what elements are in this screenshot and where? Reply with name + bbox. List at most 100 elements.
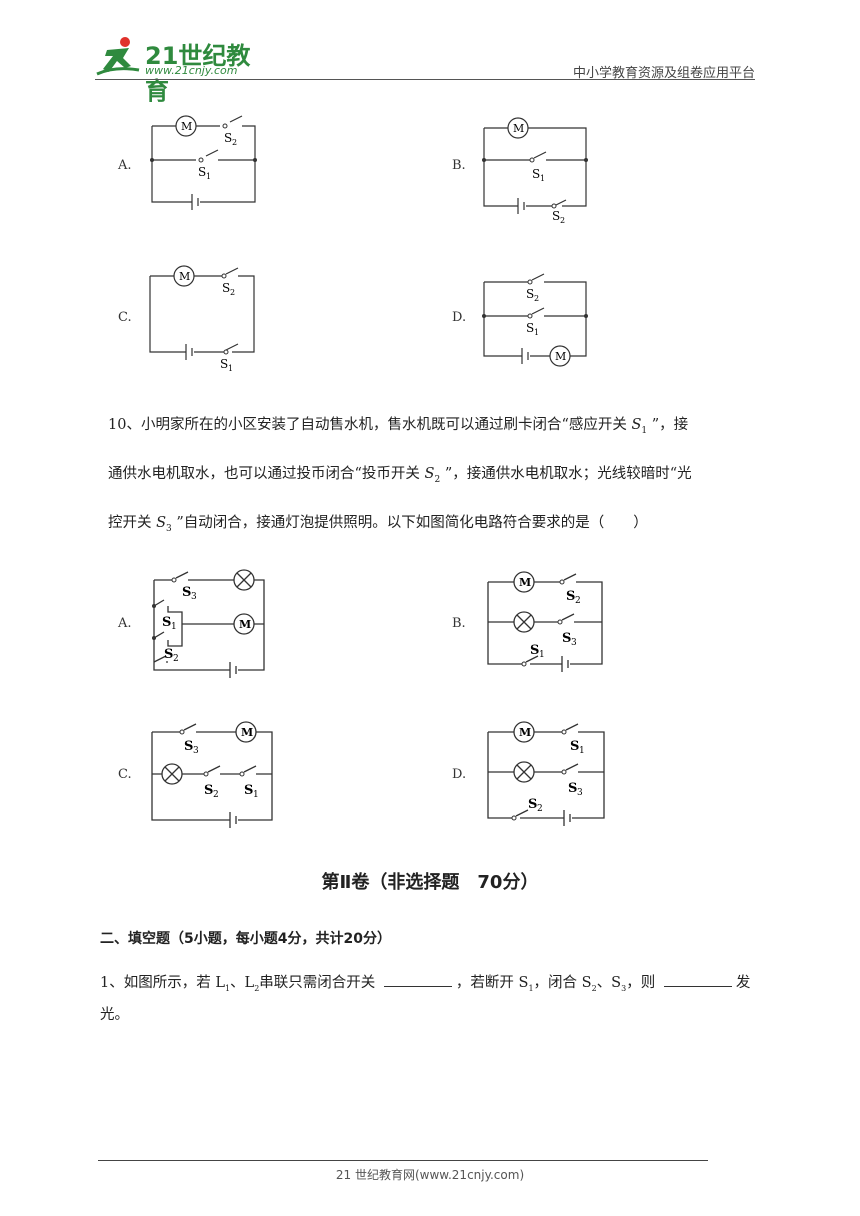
switch-label: S [566,589,575,604]
switch-label: S [164,647,173,662]
q10-s3: S [156,514,167,531]
switch-sub: 3 [191,592,197,602]
switch-sub: 1 [206,172,211,181]
q1-s3-sub: 3 [621,983,627,993]
logo-url: www.21cnjy.com [145,64,238,77]
switch-label: S [198,165,206,179]
switch-label: S [162,615,171,630]
q10-s1-sub: 1 [641,425,648,436]
switch-label: S [222,281,230,295]
q1-text-b: 、L [230,975,255,991]
switch-label: S [182,585,191,600]
part-title: 二、填空题（5小题，每小题4分，共计20分） [100,931,391,947]
switch-label: S [570,739,579,754]
switch-sub: 2 [537,804,543,814]
switch-sub: 1 [539,650,545,660]
q10-option-d-label: D. [452,767,467,782]
switch-label: S [526,321,534,335]
switch-sub: 2 [230,288,235,297]
q10-line-2: 通供水电机取水，也可以通过投币闭合“投币开关 S2 ”，接通供水电机取水；光线较… [108,453,760,502]
q10-line2-a: 通供水电机取水，也可以通过投币闭合“投币开关 [108,465,420,482]
q10-line2-b: ”，接通供水电机取水；光线较暗时“光 [444,465,692,482]
footer-text: 21 世纪教育网(www.21cnjy.com) [335,1168,525,1182]
q10-option-a-label: A. [118,616,132,631]
switch-label: S [204,783,213,798]
switch-label: S [568,781,577,796]
motor-label: M [179,270,190,283]
q10-s1: S [631,417,642,433]
switch-sub: 1 [579,746,585,756]
q9-option-d-label: D. [452,310,467,325]
switch-label: S [224,131,232,145]
motor-label: M [239,618,251,631]
fill-question-1: 1、如图所示，若 L1、L2串联只需闭合开关 ，若断开 S1，闭合 S2、S3，… [100,970,764,1028]
q10-line3-a: 控开关 [108,514,152,531]
switch-label: S [530,643,539,658]
motor-label: M [241,726,253,739]
switch-sub: 1 [253,790,259,800]
q1-text-g: ，则 [626,975,656,991]
switch-sub: 1 [228,364,233,373]
switch-sub: 1 [534,328,539,337]
header-divider [95,79,755,80]
switch-label: S [528,797,537,812]
switch-sub: 2 [173,654,179,664]
switch-sub: 3 [571,638,577,648]
motor-label: M [519,576,531,589]
q10-option-c-label: C. [118,767,132,782]
q1-s2-sub: 2 [591,983,597,993]
switch-label: S [220,357,228,371]
q10-line1-a: 10、小明家所在的小区安装了自动售水机，售水机既可以通过刷卡闭合“感应开关 [108,417,627,433]
q1-l2-sub: 2 [254,983,260,993]
q10-line1-b: ”，接 [651,417,689,433]
q1-text-h: 发 [735,975,751,991]
q1-s1-sub: 1 [528,983,534,993]
q1-l1-sub: 1 [224,983,231,993]
q10-s2: S [424,465,435,482]
q9-option-c-label: C. [118,310,132,325]
q10-option-b-label: B. [452,616,466,631]
switch-label: S [244,783,253,798]
switch-sub: 3 [577,788,583,798]
q10-line3-b: ”自动闭合，接通灯泡提供照明。以下如图简化电路符合要求的是（ ） [176,514,648,531]
switch-label: S [562,631,571,646]
q9-option-b-label: B. [452,158,466,173]
switch-sub: 2 [232,138,237,147]
q1-text-e: ，闭合 S [533,975,592,991]
question-10-text: 10、小明家所在的小区安装了自动售水机，售水机既可以通过刷卡闭合“感应开关 S1… [108,404,760,551]
motor-label: M [513,122,524,135]
answer-blank-1[interactable] [383,972,452,987]
switch-label: S [552,209,560,223]
header-platform-text: 中小学教育资源及组卷应用平台 [572,66,755,81]
runner-logo-icon [96,37,140,76]
q10-line-3: 控开关 S3 ”自动闭合，接通灯泡提供照明。以下如图简化电路符合要求的是（ ） [108,502,760,551]
section-title: 第Ⅱ卷（非选择题 70分） [321,872,539,893]
answer-blank-2[interactable] [663,972,732,987]
footer-divider [98,1160,708,1161]
logo-text: 21世纪教育 [145,42,251,105]
motor-label: M [555,350,566,363]
q1-text-f: 、S [596,975,622,991]
q1-text-d: ，若断开 S [455,975,529,991]
motor-label: M [181,120,192,133]
switch-sub: 2 [534,294,539,303]
switch-sub: 1 [171,622,177,632]
q1-text-i: 光。 [100,1006,129,1023]
switch-sub: 2 [560,216,565,223]
q1-text-a: 1、如图所示，若 L [100,975,225,991]
switch-sub: 2 [213,790,219,800]
switch-sub: 2 [575,596,581,606]
q10-s3-sub: 3 [166,523,172,534]
switch-label: S [526,287,534,301]
switch-sub: 1 [540,174,545,183]
q1-text-c: 串联只需闭合开关 [259,975,376,991]
q10-line-1: 10、小明家所在的小区安装了自动售水机，售水机既可以通过刷卡闭合“感应开关 S1… [108,404,760,453]
switch-sub: 3 [193,746,199,756]
switch-label: S [532,167,540,181]
